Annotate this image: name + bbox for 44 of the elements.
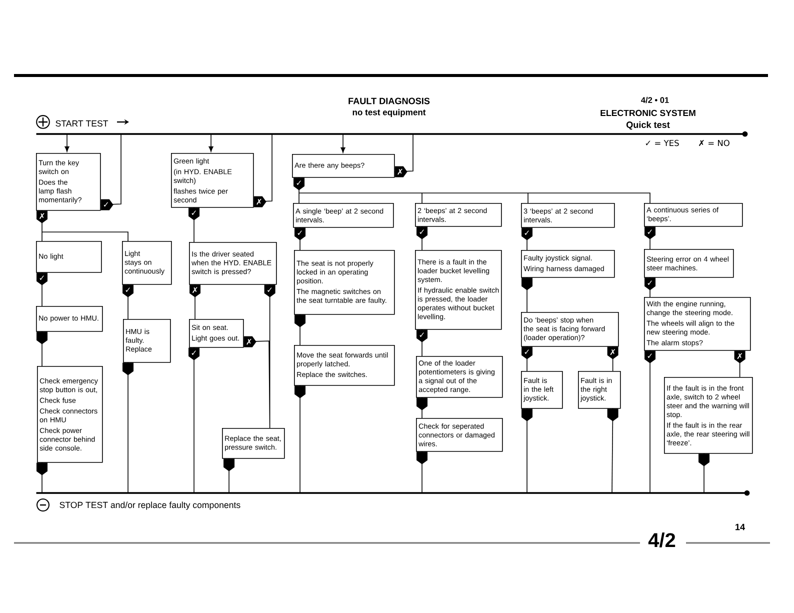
legend-text: ✓ = YES — [644, 140, 680, 146]
answer-tab: ✓ — [264, 284, 276, 298]
answer-tab: ✗ — [244, 336, 256, 348]
answer-tab: ✓ — [416, 330, 428, 342]
connector-line — [36, 462, 48, 494]
connector-line — [416, 397, 428, 418]
answer-tab: ✗ — [36, 210, 48, 224]
connector-line — [522, 408, 532, 494]
section-number: 4/2 • 01 — [640, 96, 670, 104]
connector-line — [36, 331, 48, 366]
answer-tab: ✓ — [416, 226, 428, 240]
answer-tab: ✓ — [522, 346, 532, 360]
answer-tab: ✓ — [188, 348, 200, 360]
arrow — [64, 134, 70, 152]
answer-tab: ✗ — [254, 196, 266, 208]
arrow — [340, 134, 346, 153]
answer-tab: ✓ — [644, 278, 656, 290]
connector-line — [607, 408, 618, 494]
answer-tab: ✗ — [190, 284, 200, 298]
connector-line — [294, 385, 306, 494]
answer-tab: ✓ — [188, 208, 200, 220]
section-number: 4/2 — [648, 532, 676, 548]
answer-tab: ✗ — [607, 346, 618, 360]
connector-line — [122, 362, 134, 494]
header-text: Quick test — [626, 121, 670, 130]
stop-line: STOP TEST and/or replace faulty components — [36, 490, 750, 510]
page-number: 14 — [734, 524, 746, 530]
answer-tab: ✓ — [100, 199, 114, 210]
connector-line — [522, 277, 532, 312]
answer-tab: ✓ — [294, 228, 306, 240]
connector-line — [294, 314, 306, 346]
answer-tab: ✓ — [122, 284, 134, 298]
answer-tab: ✓ — [294, 178, 304, 190]
connector-line — [698, 453, 710, 494]
answer-tab: ✓ — [644, 226, 656, 240]
answer-tab: ✓ — [644, 350, 656, 364]
answer-tab: ✗ — [394, 166, 408, 178]
connector-line — [416, 451, 428, 494]
answer-tab: ✓ — [36, 272, 48, 286]
connector-line — [224, 458, 234, 494]
title: FAULT DIAGNOSIS — [348, 98, 430, 104]
arrow — [208, 134, 214, 152]
answer-tab: ✗ — [734, 350, 746, 364]
answer-tab: ✓ — [522, 228, 532, 240]
